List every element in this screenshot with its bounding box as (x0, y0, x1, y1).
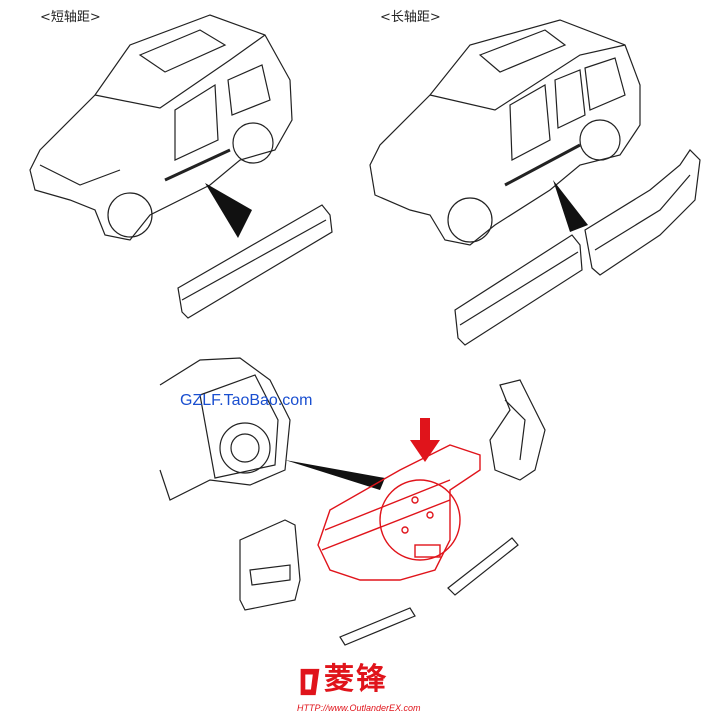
logo-name: 菱锋 (324, 662, 388, 697)
rear-corner-panel-right (489, 379, 546, 481)
watermark-text: GZLF.TaoBao.com (180, 392, 313, 409)
logo-url: HTTP://www.OutlanderEX.com (297, 703, 421, 713)
long-wheelbase-label: <长轴距> (380, 10, 441, 25)
spare-tire-cover-highlighted (317, 444, 481, 581)
lower-trim-strips (339, 537, 519, 646)
short-wheelbase-label: <短轴距> (40, 10, 101, 25)
pointer-triangle-spare (285, 460, 385, 490)
pointer-triangle-short (205, 183, 252, 238)
short-body-molding (177, 204, 333, 319)
long-body-moldings (454, 149, 701, 346)
short-wheelbase-vehicle (29, 14, 293, 241)
pointer-triangle-long (553, 180, 588, 232)
rear-vehicle-spare-tire (159, 357, 291, 501)
rear-corner-panel-left (239, 519, 301, 611)
highlight-arrow (410, 418, 440, 462)
logo-mark-icon (300, 668, 320, 696)
long-wheelbase-vehicle (369, 19, 641, 246)
